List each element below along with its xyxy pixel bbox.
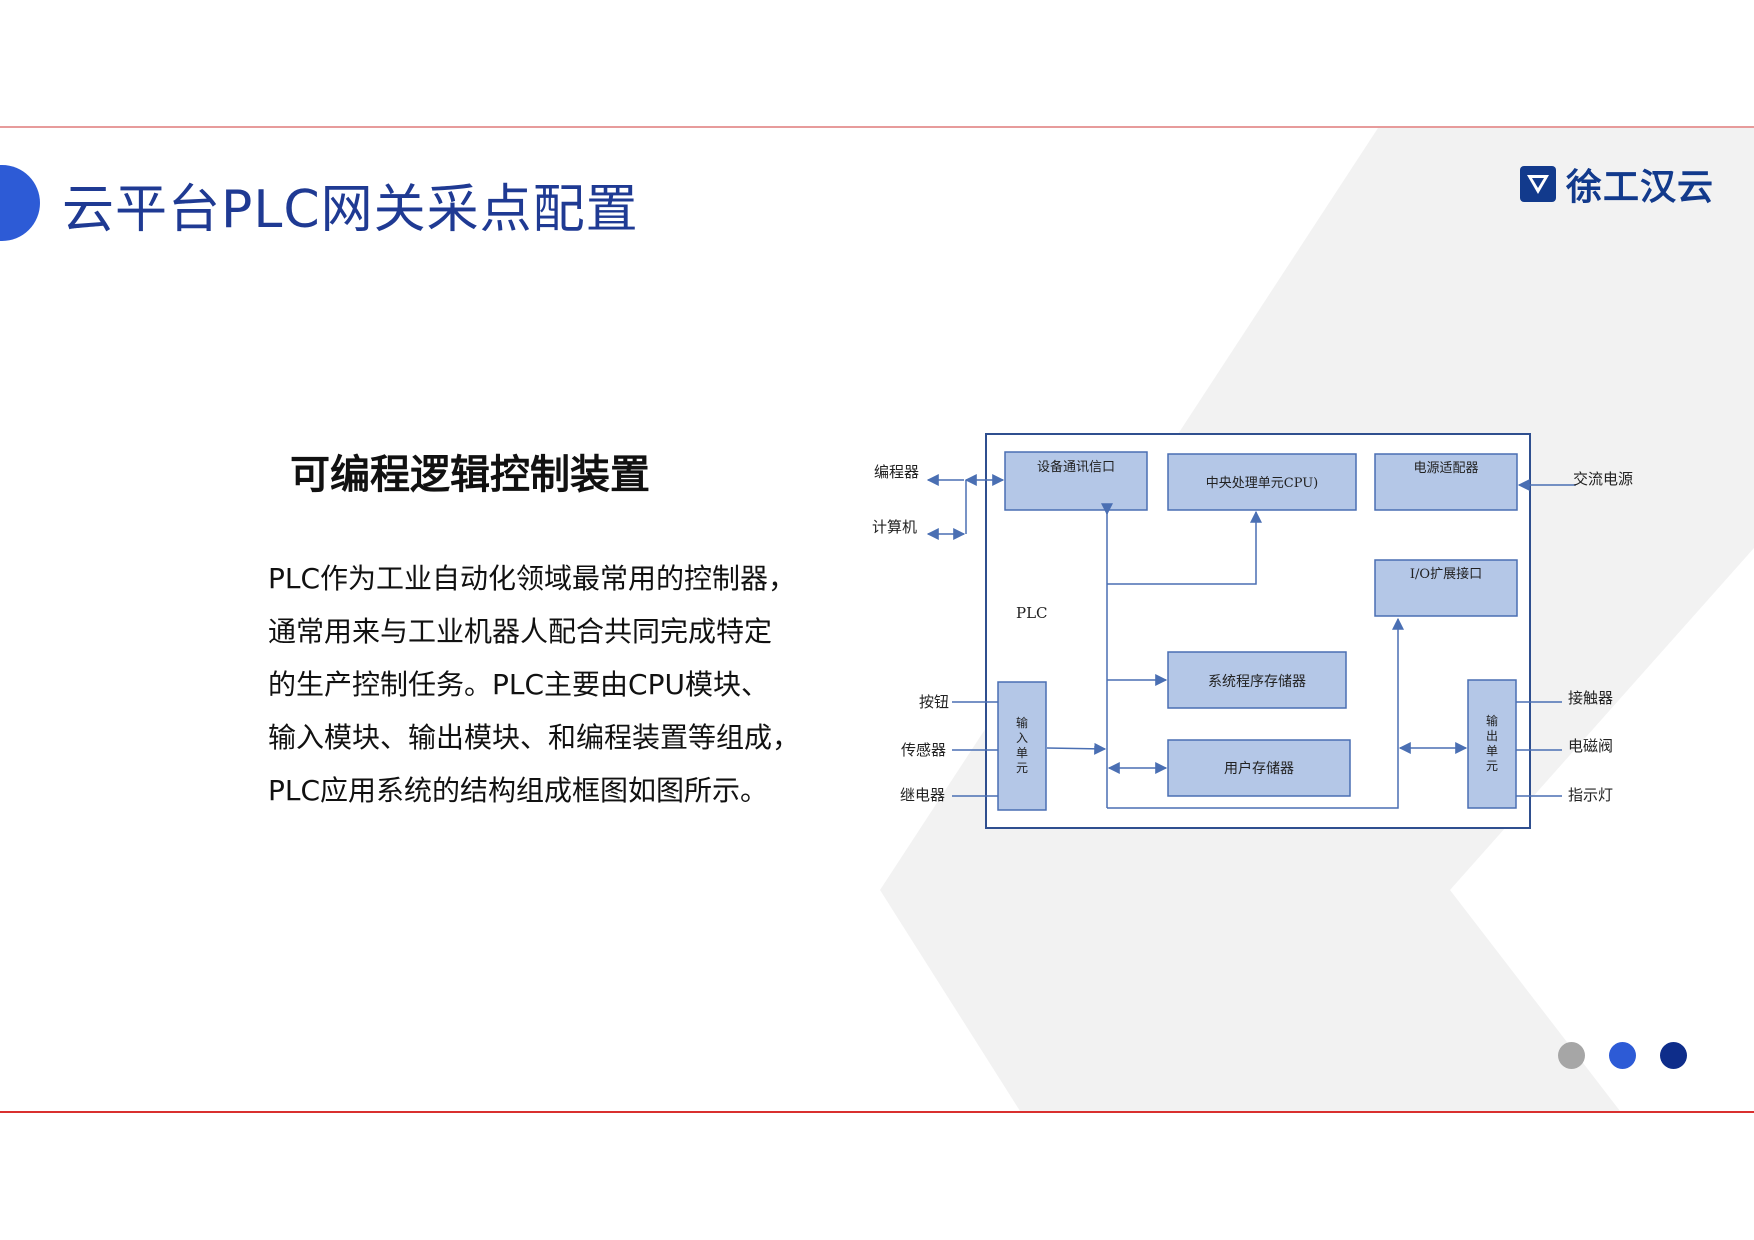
pagination-dot[interactable] (1660, 1042, 1687, 1069)
plc-structure-diagram: PLC 设备通讯信口 中央处理单元CPU) 电源适配器 I/O扩展接口 系统程序… (872, 433, 1633, 829)
page-title: 云平台PLC网关采点配置 (62, 180, 639, 240)
label-contactor: 接触器 (1568, 689, 1613, 707)
body-line: PLC应用系统的结构组成框图如图所示。 (268, 774, 769, 807)
output-unit-char: 单 (1486, 744, 1498, 758)
pagination-dot[interactable] (1558, 1042, 1585, 1069)
output-unit-char: 元 (1486, 759, 1498, 773)
label-button: 按钮 (919, 693, 949, 711)
input-unit-char: 输 (1016, 715, 1028, 730)
body-line: 通常用来与工业机器人配合共同完成特定 (268, 615, 773, 648)
top-rule (0, 126, 1754, 128)
io-expansion-label: I/O扩展接口 (1410, 566, 1482, 582)
body-paragraph: PLC作为工业自动化领域最常用的控制器， 通常用来与工业机器人配合共同完成特定 … (268, 552, 828, 817)
user-memory-label: 用户存储器 (1224, 760, 1294, 777)
label-solenoid-valve: 电磁阀 (1568, 737, 1613, 755)
block-system-memory: 系统程序存储器 (1167, 651, 1347, 709)
bottom-rule (0, 1111, 1754, 1113)
block-cpu: 中央处理单元CPU) (1167, 453, 1357, 511)
block-comm-port: 设备通讯信口 (1004, 451, 1148, 511)
body-line: PLC作为工业自动化领域最常用的控制器， (268, 562, 797, 595)
comm-port-label: 设备通讯信口 (1037, 459, 1115, 475)
company-logo: 徐工汉云 (1518, 158, 1714, 210)
cpu-label: 中央处理单元CPU) (1206, 476, 1319, 491)
block-power-adapter: 电源适配器 (1374, 453, 1518, 511)
label-computer: 计算机 (872, 518, 917, 536)
content-panel (0, 128, 1754, 1111)
output-unit-char: 出 (1486, 729, 1498, 743)
label-sensor: 传感器 (901, 741, 946, 759)
input-unit-char: 元 (1016, 761, 1028, 775)
logo-text: 徐工汉云 (1566, 167, 1715, 208)
output-unit-char: 输 (1486, 713, 1498, 728)
pagination-dots (1558, 1042, 1687, 1069)
label-programmer: 编程器 (874, 463, 919, 481)
label-relay: 继电器 (900, 786, 945, 804)
block-input-unit: 输 入 单 元 (997, 681, 1047, 811)
xcmg-shield-icon (1520, 166, 1556, 202)
block-output-unit: 输 出 单 元 (1467, 679, 1517, 809)
label-indicator-light: 指示灯 (1568, 786, 1613, 804)
input-unit-char: 入 (1016, 731, 1028, 745)
block-io-expansion: I/O扩展接口 (1374, 559, 1518, 617)
input-unit-char: 单 (1016, 746, 1028, 760)
block-user-memory: 用户存储器 (1167, 739, 1351, 797)
connection-lines (926, 474, 1576, 809)
section-heading: 可编程逻辑控制装置 (290, 452, 650, 498)
label-ac-power: 交流电源 (1573, 470, 1633, 488)
body-line: 输入模块、输出模块、和编程装置等组成， (268, 721, 801, 754)
body-line: 的生产控制任务。PLC主要由CPU模块、 (268, 668, 769, 701)
pagination-dot[interactable] (1609, 1042, 1636, 1069)
system-memory-label: 系统程序存储器 (1208, 674, 1306, 690)
plc-label: PLC (1016, 604, 1048, 622)
power-adapter-label: 电源适配器 (1413, 461, 1478, 476)
